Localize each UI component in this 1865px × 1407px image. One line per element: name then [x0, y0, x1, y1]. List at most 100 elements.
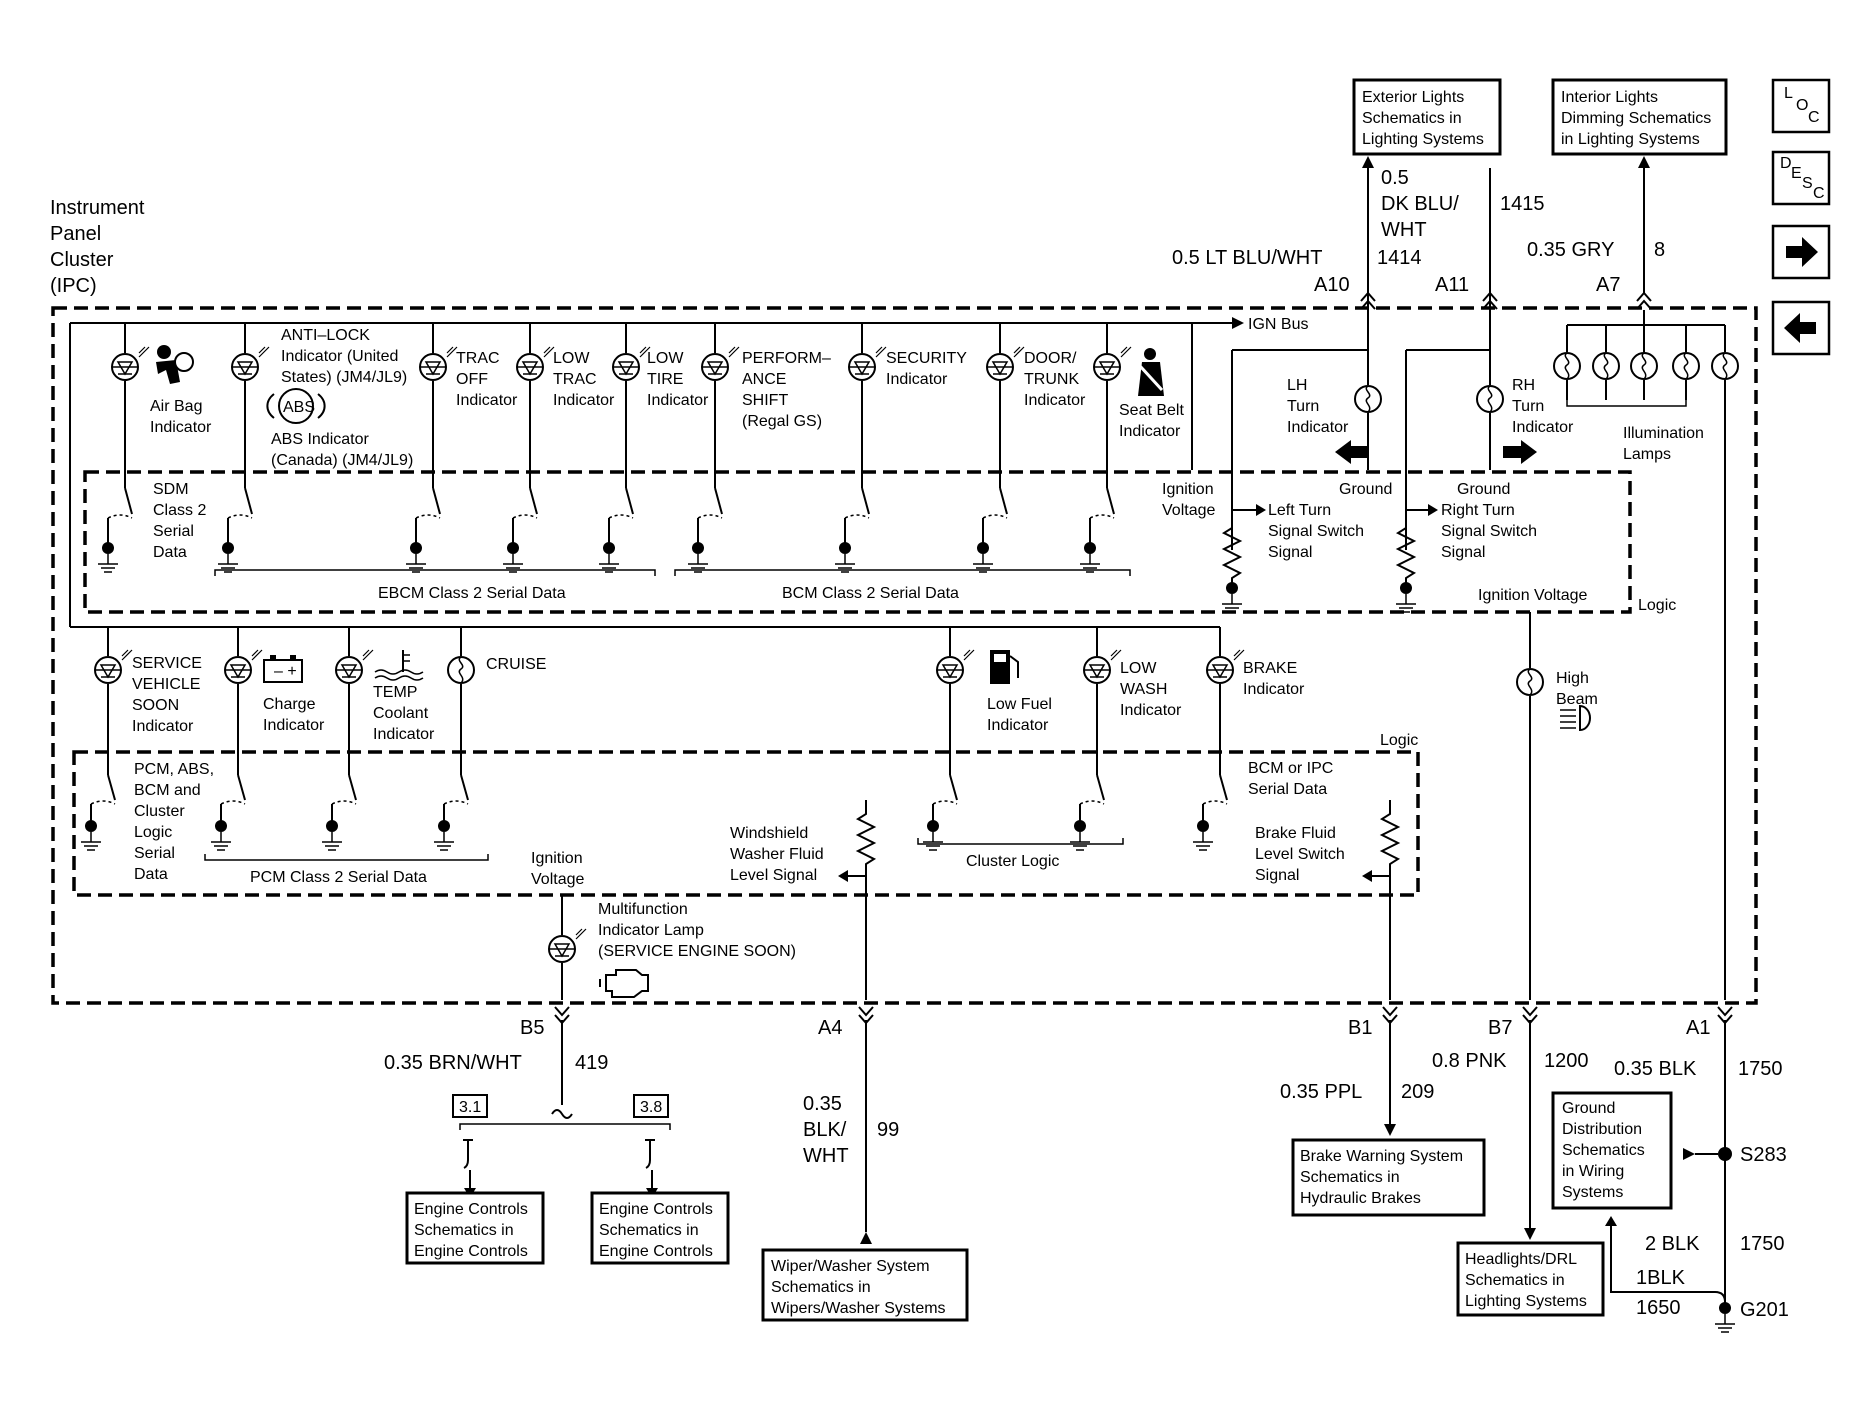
lh-ground-label: Ground — [1339, 481, 1392, 498]
lh-turn-lamp-icon — [1354, 385, 1382, 413]
module-title-line-3: Cluster — [50, 249, 114, 271]
pcm-logic-label-2: BCM and — [134, 782, 201, 799]
antilock-bulb-icon — [231, 346, 270, 381]
service-vehicle-label-1: SERVICE — [132, 655, 202, 672]
right-turn-label-3: Signal — [1441, 544, 1485, 561]
service-vehicle-label-4: Indicator — [132, 718, 194, 735]
ref-wiper-washer[interactable]: Wiper/Washer System Schematics in Wipers… — [761, 1248, 969, 1322]
ref-ground-distribution[interactable]: Ground Distribution Schematics in Wiring… — [1551, 1091, 1673, 1210]
ignition-voltage-label-1: Ignition — [1162, 481, 1214, 498]
brake-label-1: BRAKE — [1243, 660, 1297, 677]
ref-brake-warning[interactable]: Brake Warning System Schematics in Hydra… — [1291, 1138, 1486, 1217]
ref-brake-line-2: Schematics in — [1300, 1169, 1400, 1186]
antilock-label-1: ANTI–LOCK — [281, 327, 370, 344]
charge-label-2: Indicator — [263, 717, 325, 734]
ref-wiper-line-2: Schematics in — [771, 1279, 871, 1296]
connector-a7-icon — [1636, 292, 1652, 310]
connector-b1: B1 — [1348, 1017, 1372, 1039]
wire-g201a-circuit: 1750 — [1740, 1233, 1785, 1255]
wire-a7-color: 0.35 GRY — [1527, 239, 1614, 261]
fluid-level-switches: Windshield Washer Fluid Level Signal Bra… — [730, 800, 1399, 1000]
ref-ground-line-2: Distribution — [1562, 1121, 1642, 1138]
left-turn-label-2: Signal Switch — [1268, 523, 1364, 540]
wire-b7-circuit: 1200 — [1544, 1050, 1589, 1072]
module-title-line-1: Instrument — [50, 197, 145, 219]
lh-turn-label-3: Indicator — [1287, 419, 1349, 436]
page-ref-3-1[interactable] — [452, 1094, 488, 1118]
washer-fluid-resistor-icon — [857, 805, 875, 877]
ebcm-serial-data-label: EBCM Class 2 Serial Data — [378, 585, 566, 602]
ref-engine1-line-2: Schematics in — [414, 1222, 514, 1239]
service-vehicle-label-2: VEHICLE — [132, 676, 200, 693]
ref-engine-controls-2[interactable]: Engine Controls Schematics in Engine Con… — [590, 1191, 730, 1265]
illumination-lamps: Illumination Lamps — [1553, 310, 1739, 1000]
module-title-line-2: Panel — [50, 223, 101, 245]
low-trac-label-3: Indicator — [553, 392, 615, 409]
pcm-serial-data-label: PCM Class 2 Serial Data — [250, 869, 427, 886]
ref-exterior-lights[interactable]: Exterior Lights Schematics in Lighting S… — [1352, 78, 1502, 156]
ground-icon — [97, 541, 119, 573]
connector-a10: A10 — [1314, 274, 1350, 296]
top-switch-row: SDM Class 2 Serial Data EBCM Class 2 Ser… — [97, 481, 1131, 602]
connector-a1: A1 — [1686, 1017, 1710, 1039]
airbag-bulb-icon — [111, 346, 150, 381]
antilock-label-3: States) (JM4/JL9) — [281, 369, 407, 386]
ref-engine-controls-1[interactable]: Engine Controls Schematics in Engine Con… — [405, 1191, 545, 1265]
ground-icon — [210, 819, 232, 851]
sdm-label-4: Data — [153, 544, 187, 561]
nav-loc-c: C — [1808, 109, 1820, 126]
low-fuel-label-1: Low Fuel — [987, 696, 1052, 713]
wire-a4-circuit: 99 — [877, 1119, 899, 1141]
mil-circuit: Ignition Voltage Multifunction Indicator… — [531, 850, 796, 1000]
ground-icon — [1221, 581, 1243, 613]
logic-boundary-upper — [83, 470, 1632, 614]
wire-b7-color: 0.8 PNK — [1432, 1050, 1507, 1072]
seat-belt-bulb-icon — [1093, 346, 1132, 381]
pcm-logic-label-6: Data — [134, 866, 168, 883]
logic-label-upper: Logic — [1638, 597, 1676, 614]
ground-icon — [687, 541, 709, 573]
low-trac-label-1: LOW — [553, 350, 590, 367]
seat-belt-label-2: Indicator — [1119, 423, 1181, 440]
brake-fluid-label-3: Signal — [1255, 867, 1299, 884]
ground-icon — [80, 819, 102, 851]
nav-loc-button[interactable]: L O C — [1771, 78, 1831, 134]
nav-next-button[interactable] — [1771, 224, 1831, 280]
ref-engine2-line-1: Engine Controls — [599, 1201, 713, 1218]
nav-desc-s: S — [1802, 175, 1813, 192]
ref-ground-line-1: Ground — [1562, 1100, 1615, 1117]
bcm-ipc-label-1: BCM or IPC — [1248, 760, 1333, 777]
ground-icon — [217, 541, 239, 573]
low-wash-label-2: WASH — [1120, 681, 1167, 698]
logic-label-lower: Logic — [1380, 732, 1418, 749]
ref-engine2-line-2: Schematics in — [599, 1222, 699, 1239]
ground-icon — [1395, 581, 1417, 613]
nav-desc-d: D — [1780, 155, 1792, 172]
nav-loc-l: L — [1784, 85, 1793, 102]
nav-prev-button[interactable] — [1771, 300, 1831, 356]
ref-engine1-line-3: Engine Controls — [414, 1243, 528, 1260]
wire-a7-circuit: 8 — [1654, 239, 1665, 261]
page-ref-3-8[interactable] — [633, 1094, 669, 1118]
right-turn-label-1: Right Turn — [1441, 502, 1515, 519]
bottom-switch-row: PCM, ABS, BCM and Cluster Logic Serial D… — [80, 760, 1333, 886]
connector-a4: A4 — [818, 1017, 842, 1039]
abs-badge-text: ABS — [283, 399, 315, 416]
wire-a11-line-2: DK BLU/ — [1381, 193, 1459, 215]
mil-ignition-label-1: Ignition — [531, 850, 583, 867]
wire-a4-line-3: WHT — [803, 1145, 849, 1167]
ign-bus: IGN Bus — [69, 316, 1308, 628]
seat-belt-label-1: Seat Belt — [1119, 402, 1184, 419]
splice-s283-icon — [1718, 1147, 1732, 1161]
airbag-label-2: Indicator — [150, 419, 212, 436]
illumination-lamp-icon — [1711, 352, 1739, 380]
connector-b5: B5 — [520, 1017, 544, 1039]
nav-desc-button[interactable]: D E S C — [1771, 150, 1831, 206]
ignition-voltage-inline-label: Ignition Voltage — [1478, 587, 1588, 604]
pcm-logic-label-4: Logic — [134, 824, 172, 841]
ref-interior-lights[interactable]: Interior Lights Dimming Schematics in Li… — [1551, 78, 1728, 156]
airbag-icon — [156, 345, 194, 384]
ref-headlights[interactable]: Headlights/DRL Schematics in Lighting Sy… — [1456, 1241, 1605, 1317]
low-wash-label-3: Indicator — [1120, 702, 1182, 719]
